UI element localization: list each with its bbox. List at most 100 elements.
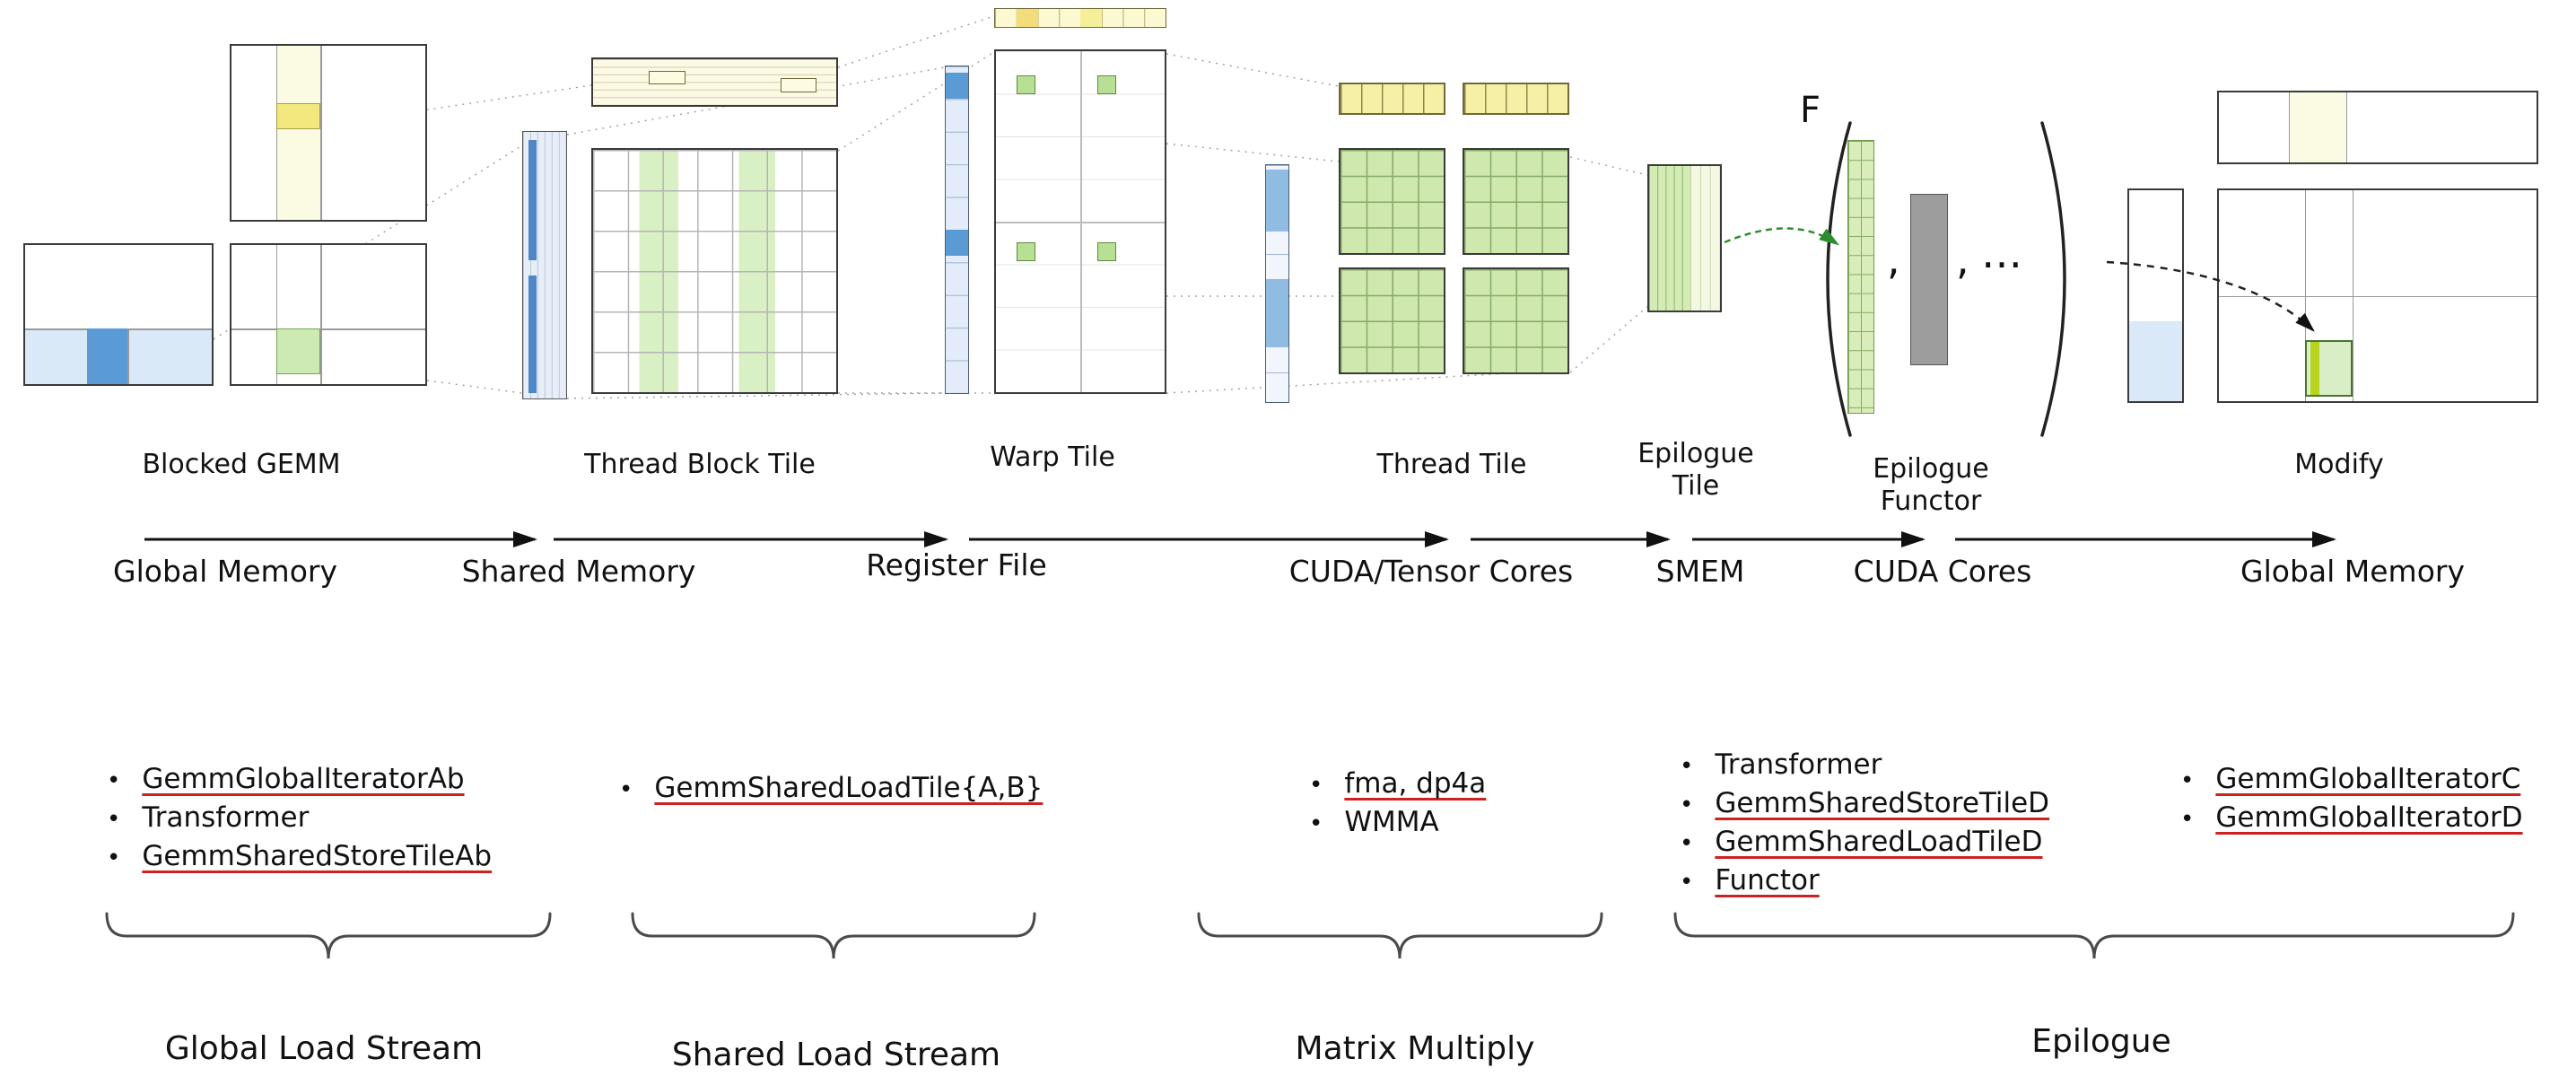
modify-target-cell	[2304, 339, 2353, 398]
tbt-b-fragment	[649, 70, 685, 85]
bullet-icon: •	[1680, 869, 1694, 896]
tbt-smem-a-column	[522, 131, 567, 399]
functor-f-symbol: F	[1800, 90, 1821, 131]
stage-label-epilogue-tile: Epilogue Tile	[1637, 438, 1754, 503]
matrix-multiply-list: •fma, dp4a • WMMA	[1309, 766, 1486, 843]
list-item-text: GemmSharedStoreTileD	[1715, 787, 2050, 819]
bullet-icon: •	[619, 776, 633, 803]
epilogue-tile-active-columns	[1649, 166, 1690, 311]
thread-accumulator-tile	[1339, 267, 1445, 374]
dotted-connector	[426, 380, 523, 394]
warp-b-cell	[1016, 9, 1038, 27]
thread-accumulator-tile	[1463, 267, 1569, 374]
functor-accumulator-column	[1847, 140, 1874, 414]
thread-accumulator-tile	[1463, 148, 1569, 255]
thread-a-register-bar	[1265, 164, 1289, 403]
dotted-connector	[1166, 143, 1340, 162]
stage-label-thread-block-tile: Thread Block Tile	[584, 449, 816, 480]
tbt-smem-b-row	[591, 57, 838, 107]
list-item: •GemmSharedStoreTileAb	[107, 838, 492, 877]
bullet-icon: •	[107, 844, 121, 871]
warp-thread-cell	[1096, 74, 1116, 94]
stage-label-modify: Modify	[2294, 449, 2384, 480]
list-item: •Transformer	[1680, 747, 2049, 785]
a-matrix-highlight-cell	[86, 328, 128, 384]
global-load-list: •GemmGlobalIteratorAb •Transformer •Gemm…	[107, 761, 492, 877]
grid-line	[231, 328, 425, 330]
modify-a-band	[2129, 320, 2182, 401]
thread-accumulator-tile	[1339, 148, 1445, 255]
stage-label-line: Tile	[1672, 470, 1720, 502]
epilogue-tile-idle-columns	[1690, 166, 1720, 311]
functor-comma: ,	[1887, 235, 1900, 284]
bullet-icon: •	[1309, 810, 1323, 837]
functor-close-paren	[2040, 121, 2066, 437]
bullet-icon: •	[107, 767, 121, 794]
grid-line	[275, 46, 278, 220]
flow-label-global-memory-out: Global Memory	[2240, 554, 2465, 589]
thread-a-cells	[1266, 278, 1288, 348]
grid-line	[2345, 92, 2348, 162]
brace-matrix-multiply	[1197, 912, 1603, 959]
warp-thread-cell	[1096, 241, 1116, 261]
grid-line	[275, 245, 278, 384]
bullet-icon: •	[2180, 806, 2195, 833]
functor-comma: ,	[1956, 235, 1969, 284]
warp-b-fragment-bar	[994, 8, 1166, 28]
grid-line	[127, 328, 129, 384]
flow-label-global-memory-in: Global Memory	[113, 554, 337, 589]
list-item-text: fma, dp4a	[1344, 767, 1487, 800]
list-item: • Transformer	[107, 800, 492, 838]
blocked-gemm-a-matrix	[23, 243, 214, 386]
modify-active-stripe	[2310, 341, 2320, 396]
stage-label-blocked-gemm: Blocked GEMM	[142, 449, 341, 480]
group-label-shared-load-stream: Shared Load Stream	[671, 1037, 1001, 1073]
bullet-icon: •	[107, 806, 121, 833]
list-item-text: Transformer	[142, 801, 310, 834]
list-item-text: GemmSharedLoadTile{A,B}	[654, 772, 1043, 804]
list-item: • GemmGlobalIteratorD	[2180, 800, 2523, 838]
shared-load-list: • GemmSharedLoadTile{A,B}	[619, 770, 1043, 809]
functor-source-column	[1910, 194, 1948, 365]
list-item: • GemmSharedLoadTile{A,B}	[619, 770, 1043, 809]
list-item-text: GemmGlobalIteratorD	[2215, 801, 2523, 834]
c-matrix-highlight-cell	[275, 328, 321, 375]
bullet-icon: •	[1680, 830, 1694, 857]
tbt-accumulator-grid	[591, 148, 838, 394]
warp-b-cell	[1080, 9, 1102, 27]
grid-line	[320, 245, 322, 384]
dotted-connector	[1569, 156, 1648, 176]
brace-global-load-stream	[105, 912, 552, 959]
thread-b-register-bar	[1463, 83, 1569, 115]
list-item: • WMMA	[1309, 804, 1486, 843]
stage-label-thread-tile: Thread Tile	[1376, 449, 1527, 480]
flow-label-smem: SMEM	[1655, 554, 1745, 589]
modify-b-band	[2288, 92, 2346, 162]
modify-c-matrix	[2217, 188, 2538, 403]
group-label-global-load-stream: Global Load Stream	[164, 1030, 484, 1067]
blocked-gemm-c-matrix	[230, 243, 427, 386]
list-item: •GemmSharedLoadTileD	[1680, 824, 2049, 862]
flow-label-register-file: Register File	[866, 547, 1047, 582]
epilogue-global-list: • GemmGlobalIteratorC • GemmGlobalIterator…	[2180, 761, 2523, 838]
thread-a-cells	[1266, 170, 1288, 232]
warp-a-cell	[946, 73, 968, 100]
warp-a-fragment-bar	[945, 66, 969, 394]
warp-a-cell	[946, 230, 968, 257]
epilogue-tile-to-functor-arrow	[1724, 227, 1840, 246]
list-item: • GemmGlobalIteratorC	[2180, 761, 2523, 800]
b-matrix-highlight-cell	[275, 103, 321, 130]
list-item-text: WMMA	[1344, 806, 1439, 838]
flow-label-cuda-cores: CUDA Cores	[1853, 554, 2032, 589]
list-item: •fma, dp4a	[1309, 766, 1486, 804]
stage-label-epilogue-functor: Epilogue Functor	[1873, 453, 1989, 518]
list-item-text: GemmGlobalIteratorC	[2215, 763, 2521, 795]
dotted-connector	[837, 51, 995, 152]
group-label-epilogue: Epilogue	[2031, 1023, 2171, 1060]
warp-accumulator-grid	[994, 49, 1166, 394]
grid-line	[2219, 295, 2537, 297]
warp-thread-cell	[1016, 241, 1035, 261]
functor-ellipsis: …	[1981, 229, 2026, 277]
bullet-icon: •	[2180, 767, 2195, 794]
